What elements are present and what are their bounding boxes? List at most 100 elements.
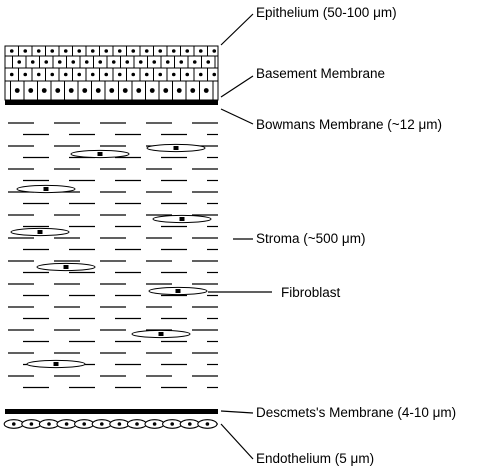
endothelial-nucleus [47, 422, 51, 426]
cell-nucleus [30, 60, 35, 64]
cell-nucleus [104, 49, 109, 53]
cell-nucleus [90, 72, 95, 77]
cell-nucleus [158, 49, 163, 53]
fibroblast-nucleus [175, 289, 181, 293]
cell-nucleus [9, 72, 14, 77]
bowmans-membrane-leader [220, 108, 254, 125]
endothelium-label: Endothelium (5 μm) [256, 451, 375, 466]
cell-nucleus [14, 88, 20, 93]
cell-nucleus [117, 72, 122, 77]
cell-nucleus [176, 88, 182, 93]
cell-nucleus [131, 49, 136, 53]
cell-nucleus [63, 72, 68, 77]
cell-nucleus [36, 72, 41, 77]
cell-nucleus [206, 60, 211, 64]
fibroblast-cells [10, 143, 212, 369]
cell-nucleus [122, 88, 128, 93]
endothelial-nucleus [188, 422, 192, 426]
cell-nucleus [117, 49, 122, 53]
fibroblast-nucleus [179, 217, 185, 221]
cell-nucleus [95, 88, 101, 93]
stroma-fibers [8, 122, 218, 389]
endothelial-nucleus [205, 422, 210, 426]
cell-nucleus [57, 60, 62, 64]
descemets-membrane-label: Descmets's Membrane (4-10 μm) [256, 405, 457, 420]
endothelial-nucleus [12, 422, 16, 426]
cell-nucleus [71, 60, 76, 64]
cell-nucleus [192, 60, 197, 64]
label-leader-lines [208, 13, 272, 460]
descemets-membrane-leader [220, 410, 254, 414]
fibroblast-nucleus [43, 187, 49, 191]
bowmans-membrane-label: Bowmans Membrane (~12 μm) [256, 117, 442, 132]
cell-nucleus [185, 49, 190, 53]
basement-membrane-label: Basement Membrane [256, 66, 386, 81]
cell-nucleus [190, 88, 196, 93]
cell-nucleus [179, 60, 184, 64]
cell-nucleus [171, 72, 176, 77]
cell-nucleus [55, 88, 61, 93]
epithelial-cell [4, 80, 11, 101]
fibroblast-nucleus [53, 362, 59, 366]
cell-nucleus [98, 60, 103, 64]
endothelial-nucleus [152, 422, 157, 426]
cell-nucleus [23, 72, 28, 77]
cell-nucleus [212, 72, 217, 77]
cell-nucleus [198, 49, 203, 53]
cell-nucleus [77, 49, 82, 53]
epithelial-cell [4, 55, 13, 69]
cell-nucleus [185, 72, 190, 77]
cell-nucleus [41, 88, 47, 93]
cell-nucleus [36, 49, 41, 53]
cell-nucleus [9, 49, 14, 53]
fibroblast-nucleus [173, 146, 179, 150]
cell-nucleus [149, 88, 155, 93]
cell-nucleus [138, 60, 143, 64]
epithelium-label: Epithelium (50-100 μm) [256, 5, 397, 20]
cell-nucleus [131, 72, 136, 77]
cell-nucleus [82, 88, 88, 93]
endothelial-nucleus [64, 422, 69, 426]
cell-nucleus [136, 88, 142, 93]
cell-nucleus [125, 60, 130, 64]
fibroblast-nucleus [63, 265, 69, 269]
fibroblast-label: Fibroblast [281, 285, 341, 300]
cell-nucleus [77, 72, 82, 77]
stroma-label: Stroma (~500 μm) [256, 231, 366, 246]
fibroblast-nucleus [97, 152, 103, 156]
fibroblast-nucleus [158, 332, 164, 336]
endothelium-leader [220, 423, 254, 460]
endothelial-nucleus [82, 422, 86, 426]
descemets-membrane-band [5, 409, 218, 414]
epithelial-cell [214, 55, 219, 69]
cell-nucleus [23, 49, 28, 53]
epithelial-cell [212, 80, 219, 101]
cell-nucleus [144, 72, 149, 77]
endothelial-nucleus [117, 422, 122, 426]
cell-nucleus [203, 88, 209, 93]
cell-nucleus [104, 72, 109, 77]
cell-nucleus [165, 60, 170, 64]
cell-nucleus [198, 72, 203, 77]
cell-nucleus [17, 60, 22, 64]
cell-nucleus [68, 88, 74, 93]
basement-membrane-band [5, 100, 218, 105]
cell-nucleus [44, 60, 49, 64]
cell-nucleus [63, 49, 68, 53]
cell-nucleus [111, 60, 116, 64]
cell-nucleus [152, 60, 157, 64]
endothelial-nucleus [100, 422, 104, 426]
cell-nucleus [212, 49, 217, 53]
endothelial-nucleus [135, 422, 139, 426]
cell-nucleus [50, 72, 55, 77]
epithelium-cells [4, 45, 219, 101]
cell-nucleus [84, 60, 89, 64]
fibroblast-nucleus [37, 230, 43, 234]
cell-nucleus [28, 88, 34, 93]
endothelium-cells [3, 419, 218, 429]
endothelial-nucleus [170, 422, 174, 426]
cell-nucleus [109, 88, 115, 93]
cell-nucleus [50, 49, 55, 53]
